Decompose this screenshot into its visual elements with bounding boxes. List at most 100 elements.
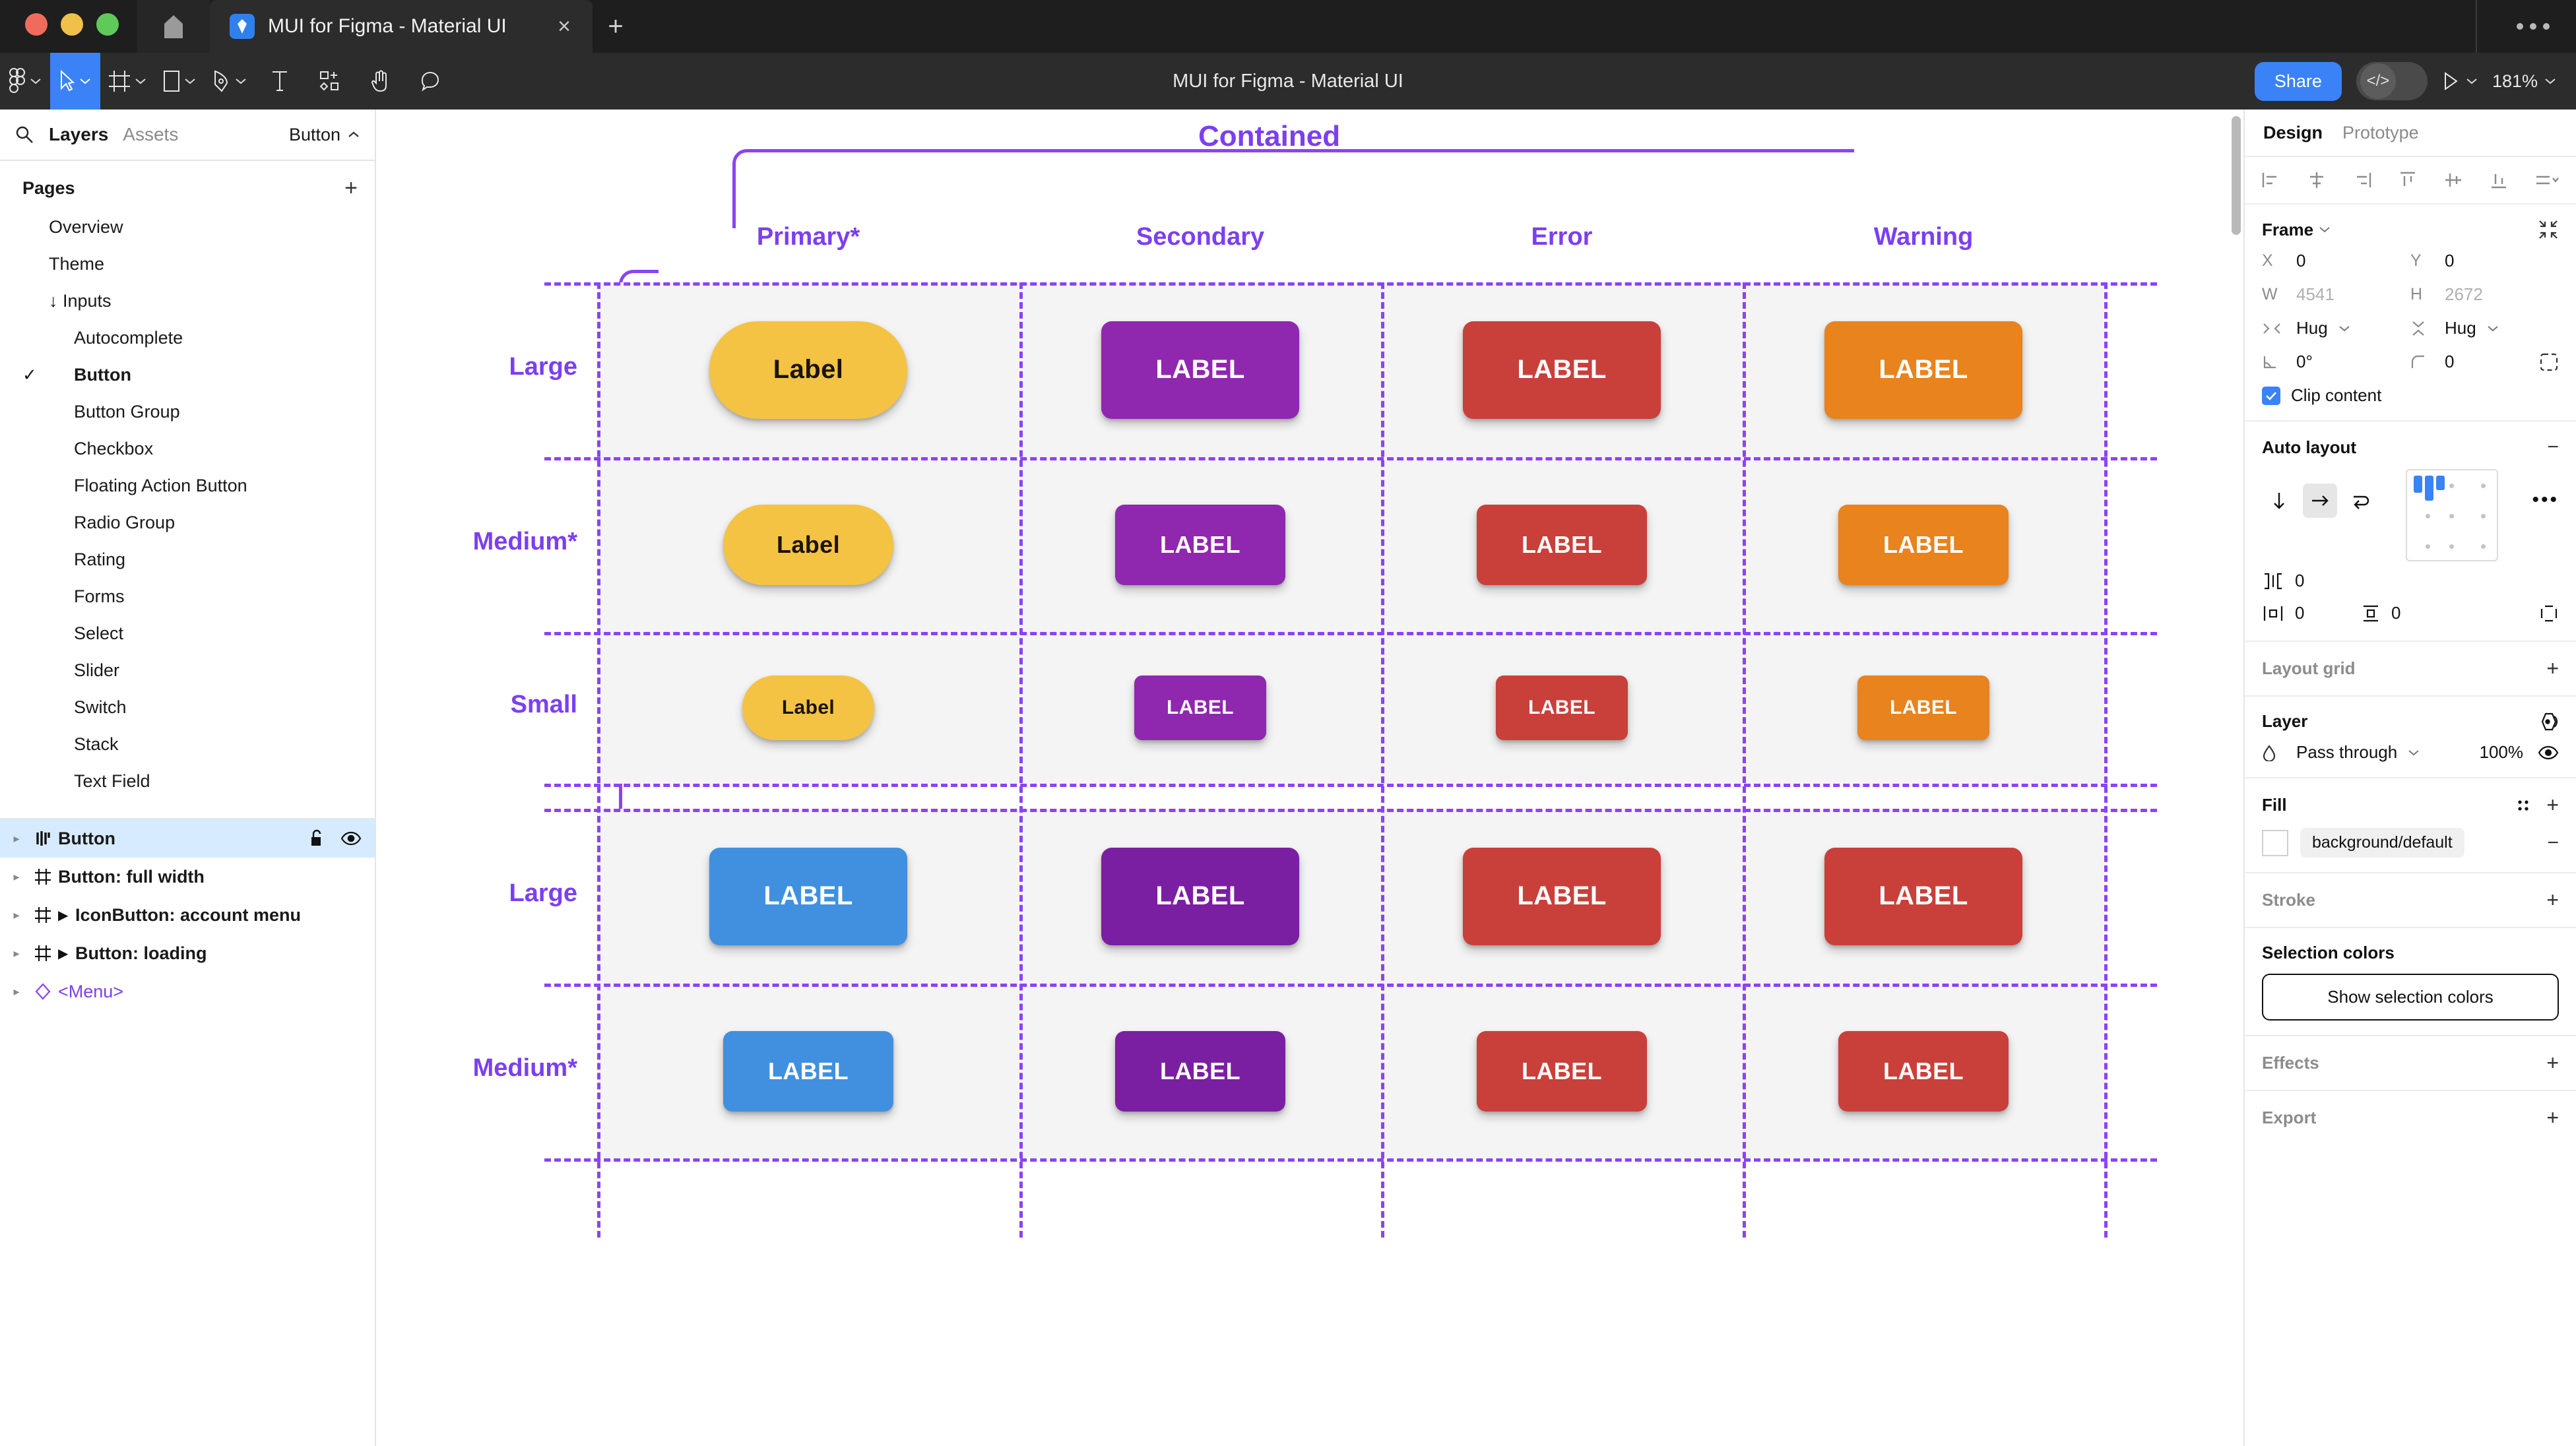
- align-vertical-center-icon[interactable]: [2443, 170, 2464, 190]
- add-stroke-button[interactable]: +: [2546, 888, 2559, 912]
- maximize-window-button[interactable]: [96, 13, 119, 36]
- horizontal-padding-field[interactable]: 0: [2262, 603, 2361, 623]
- add-export-button[interactable]: +: [2546, 1106, 2559, 1129]
- alignment-grid[interactable]: [2406, 469, 2498, 561]
- page-item-button-group[interactable]: Button Group: [0, 393, 375, 430]
- visibility-eye-icon[interactable]: [2538, 745, 2559, 760]
- layer-row[interactable]: ▸Button: full width: [0, 858, 375, 896]
- tab-assets[interactable]: Assets: [123, 124, 179, 144]
- caret-right-icon[interactable]: ▶: [58, 946, 69, 961]
- close-tab-icon[interactable]: ×: [558, 13, 571, 39]
- mui-button[interactable]: LABEL: [1477, 504, 1647, 585]
- close-window-button[interactable]: [25, 13, 48, 36]
- layer-row[interactable]: ▸<Menu>: [0, 972, 375, 1011]
- page-item-button[interactable]: ✓Button: [0, 356, 375, 393]
- fill-styles-icon[interactable]: [2515, 797, 2532, 814]
- page-item-inputs[interactable]: ↓ Inputs: [0, 282, 375, 319]
- mui-button[interactable]: LABEL: [1496, 676, 1628, 740]
- mui-button[interactable]: Label: [723, 504, 893, 585]
- text-tool-icon[interactable]: [255, 53, 305, 110]
- zoom-level-control[interactable]: 181%: [2492, 71, 2556, 92]
- mui-button[interactable]: LABEL: [709, 847, 907, 945]
- shape-tool-icon[interactable]: [154, 53, 205, 110]
- page-item-text-field[interactable]: Text Field: [0, 763, 375, 800]
- expand-layer-icon[interactable]: ▸: [13, 984, 20, 998]
- layer-row[interactable]: ▸Button: [0, 819, 375, 858]
- tab-prototype[interactable]: Prototype: [2342, 122, 2419, 142]
- minimize-window-button[interactable]: [61, 13, 83, 36]
- resize-to-fit-icon[interactable]: [2538, 219, 2559, 240]
- page-item-slider[interactable]: Slider: [0, 652, 375, 689]
- caret-right-icon[interactable]: ▶: [58, 908, 69, 923]
- expand-layer-icon[interactable]: ▸: [13, 908, 20, 922]
- unlock-icon[interactable]: [307, 829, 325, 848]
- auto-layout-horizontal-button[interactable]: [2303, 484, 2337, 518]
- mui-button[interactable]: LABEL: [723, 1030, 893, 1112]
- mui-button[interactable]: LABEL: [1101, 321, 1299, 419]
- page-selector[interactable]: Button: [289, 125, 360, 145]
- page-item-theme[interactable]: Theme: [0, 245, 375, 282]
- clip-content-checkbox[interactable]: [2262, 386, 2280, 405]
- individual-padding-button[interactable]: [2460, 604, 2559, 623]
- layer-row[interactable]: ▸▶IconButton: account menu: [0, 896, 375, 934]
- blend-mode-select[interactable]: Pass through: [2262, 742, 2446, 763]
- mui-button[interactable]: LABEL: [1115, 1030, 1285, 1112]
- align-top-icon[interactable]: [2397, 170, 2418, 190]
- frame-y-field[interactable]: Y 0: [2410, 251, 2559, 271]
- clip-content-row[interactable]: Clip content: [2262, 385, 2559, 406]
- home-button[interactable]: [137, 0, 210, 53]
- search-icon[interactable]: [15, 125, 34, 144]
- corner-radius-field[interactable]: 0: [2410, 352, 2559, 372]
- mui-button[interactable]: LABEL: [1824, 847, 2022, 945]
- remove-auto-layout-button[interactable]: −: [2547, 436, 2559, 458]
- mui-button[interactable]: LABEL: [1838, 504, 2009, 585]
- mui-button[interactable]: Label: [709, 321, 907, 419]
- tab-layers[interactable]: Layers: [49, 124, 109, 144]
- independent-corners-icon[interactable]: [2539, 352, 2559, 372]
- auto-layout-more-button[interactable]: •••: [2532, 489, 2559, 511]
- dev-mode-toggle[interactable]: </>: [2356, 62, 2428, 100]
- fill-token-name[interactable]: background/default: [2300, 828, 2464, 858]
- mui-button[interactable]: LABEL: [1838, 1030, 2009, 1112]
- browser-menu-button[interactable]: [2476, 0, 2576, 53]
- mui-button[interactable]: LABEL: [1463, 321, 1661, 419]
- mui-button[interactable]: LABEL: [1134, 676, 1266, 740]
- mui-button[interactable]: LABEL: [1101, 847, 1299, 945]
- layer-row[interactable]: ▸▶Button: loading: [0, 934, 375, 972]
- hand-tool-icon[interactable]: [355, 53, 405, 110]
- share-button[interactable]: Share: [2254, 61, 2342, 101]
- mui-button[interactable]: LABEL: [1824, 321, 2022, 419]
- mui-button[interactable]: LABEL: [1477, 1030, 1647, 1112]
- pen-tool-icon[interactable]: [205, 53, 255, 110]
- rotation-field[interactable]: 0°: [2262, 352, 2410, 372]
- page-item-stack[interactable]: Stack: [0, 726, 375, 763]
- expand-layer-icon[interactable]: ▸: [13, 869, 20, 883]
- canvas-vertical-scrollbar[interactable]: [2232, 116, 2241, 235]
- align-left-icon[interactable]: [2261, 170, 2282, 190]
- opacity-field[interactable]: 100%: [2446, 742, 2559, 763]
- mui-button[interactable]: LABEL: [1463, 847, 1661, 945]
- page-item-overview[interactable]: Overview: [0, 208, 375, 245]
- page-item-radio-group[interactable]: Radio Group: [0, 504, 375, 541]
- browser-tab[interactable]: MUI for Figma - Material UI ×: [210, 0, 593, 53]
- frame-tool-icon[interactable]: [100, 53, 154, 110]
- page-item-checkbox[interactable]: Checkbox: [0, 430, 375, 467]
- show-selection-colors-button[interactable]: Show selection colors: [2262, 974, 2559, 1021]
- page-item-autocomplete[interactable]: Autocomplete: [0, 319, 375, 356]
- page-item-floating-action-button[interactable]: Floating Action Button: [0, 467, 375, 504]
- align-horizontal-center-icon[interactable]: [2306, 170, 2327, 190]
- page-item-forms[interactable]: Forms: [0, 578, 375, 615]
- chevron-down-icon[interactable]: [2319, 226, 2331, 234]
- figma-menu-icon[interactable]: [0, 53, 50, 110]
- move-tool-icon[interactable]: [50, 53, 100, 110]
- auto-layout-wrap-button[interactable]: [2344, 484, 2378, 518]
- fill-color-swatch[interactable]: [2262, 829, 2288, 856]
- mui-button[interactable]: LABEL: [1115, 504, 1285, 585]
- fill-row[interactable]: background/default −: [2262, 828, 2559, 858]
- auto-layout-gap-field[interactable]: 0: [2262, 571, 2361, 591]
- align-bottom-icon[interactable]: [2488, 170, 2509, 190]
- tab-design[interactable]: Design: [2263, 122, 2323, 142]
- auto-layout-vertical-button[interactable]: [2262, 484, 2296, 518]
- align-right-icon[interactable]: [2352, 170, 2373, 190]
